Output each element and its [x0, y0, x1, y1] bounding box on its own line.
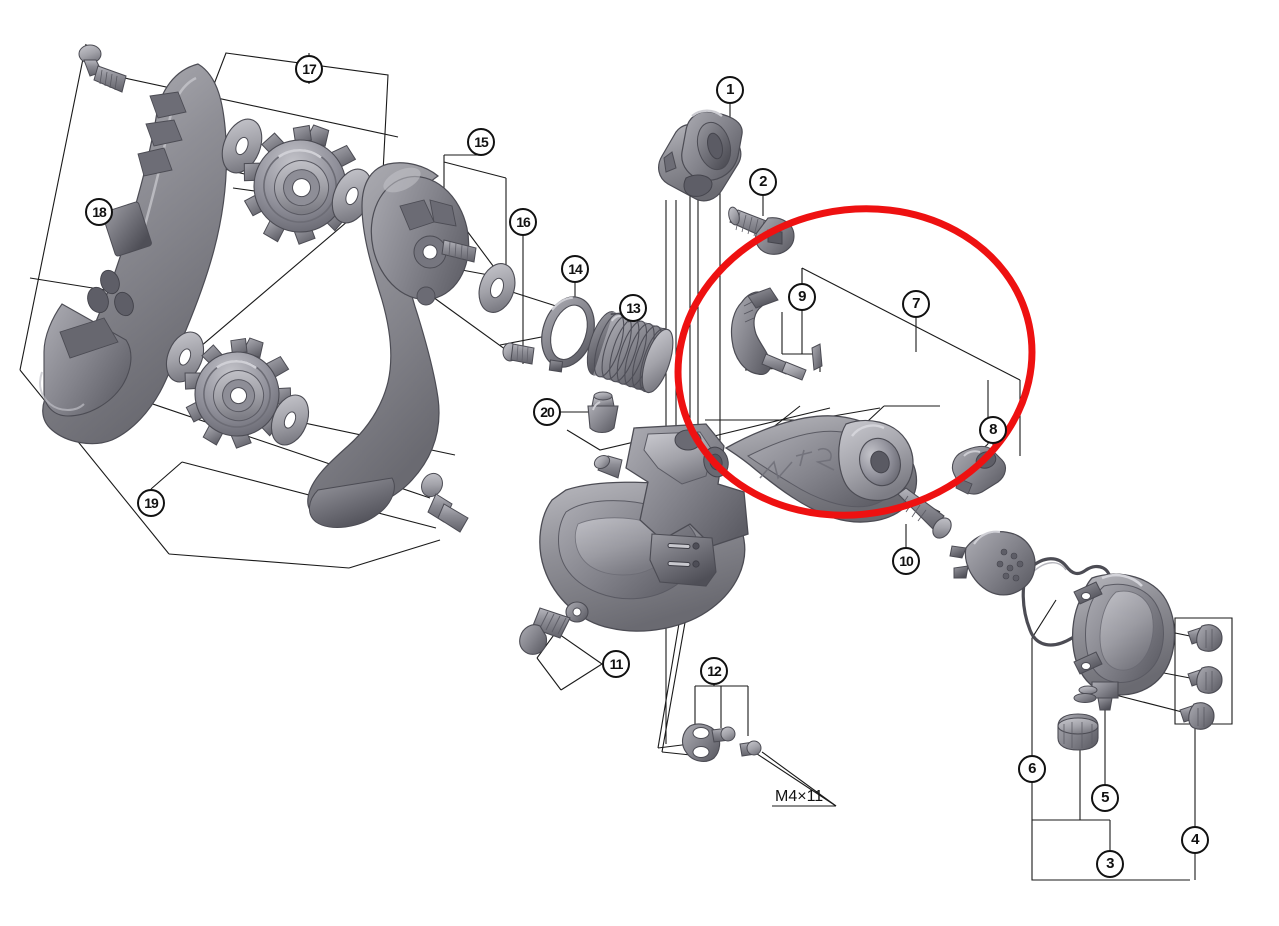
callout-3[interactable]: 3: [1096, 850, 1124, 878]
part-bolt-cage-lower: [421, 472, 469, 533]
part-14-stopper-ring: [541, 296, 595, 373]
part-18-inner-cage-plate: [39, 63, 228, 445]
part-11-bolt-and-washer: [519, 601, 589, 655]
callout-14[interactable]: 14: [561, 255, 589, 283]
part-16-washer-and-bolt: [478, 263, 535, 365]
part-15-outer-cage-plate: [307, 162, 477, 528]
part-3-seal-washer-and-cap: [1057, 685, 1099, 751]
callout-4[interactable]: 4: [1181, 826, 1209, 854]
part-9-cable-fixing-bolt: [730, 287, 823, 381]
part-17-lower-pulley-assembly: [165, 331, 310, 449]
callout-16[interactable]: 16: [509, 208, 537, 236]
callout-2[interactable]: 2: [749, 168, 777, 196]
part-10-barrel-adjuster: [897, 487, 952, 539]
callout-11[interactable]: 11: [602, 650, 630, 678]
part-12-cable-guide-and-screws: [681, 723, 762, 762]
part-7-derailleur-main-body: [539, 415, 918, 632]
callout-19[interactable]: 19: [137, 489, 165, 517]
part-4-mounting-screws: [1179, 624, 1223, 730]
callout-18[interactable]: 18: [85, 198, 113, 226]
part-connector-plug: [949, 530, 1036, 596]
callout-13[interactable]: 13: [619, 294, 647, 322]
callout-20[interactable]: 20: [533, 398, 561, 426]
callout-8[interactable]: 8: [979, 416, 1007, 444]
callout-9[interactable]: 9: [788, 283, 816, 311]
red-highlight-ellipse: [674, 205, 1036, 519]
part-bolt-top-left: [78, 44, 127, 93]
part-12-screw-b: [739, 740, 762, 757]
screw-b: [1187, 666, 1223, 694]
callout-7[interactable]: 7: [902, 290, 930, 318]
part-2-bracket-axle-bolt: [728, 206, 795, 255]
part-1-bracket-axle-unit: [658, 109, 743, 202]
part-12-screw-a: [711, 726, 736, 743]
part-17-upper-pulley-assembly: [221, 118, 373, 245]
spec-label-m4x11: M4×11: [775, 788, 824, 805]
part-20-plug: [587, 391, 619, 434]
callout-10[interactable]: 10: [892, 547, 920, 575]
callout-15[interactable]: 15: [467, 128, 495, 156]
callout-17[interactable]: 17: [295, 55, 323, 83]
callout-5[interactable]: 5: [1091, 784, 1119, 812]
part-16-bolt: [502, 342, 535, 365]
callout-12[interactable]: 12: [700, 657, 728, 685]
body-marking-xtr: [759, 447, 835, 480]
screw-c: [1179, 702, 1215, 730]
part-5-motor-housing: [1071, 573, 1176, 711]
screw-a: [1187, 624, 1223, 652]
callout-6[interactable]: 6: [1018, 755, 1046, 783]
part-8-clamp: [951, 445, 1007, 495]
callout-1[interactable]: 1: [716, 76, 744, 104]
